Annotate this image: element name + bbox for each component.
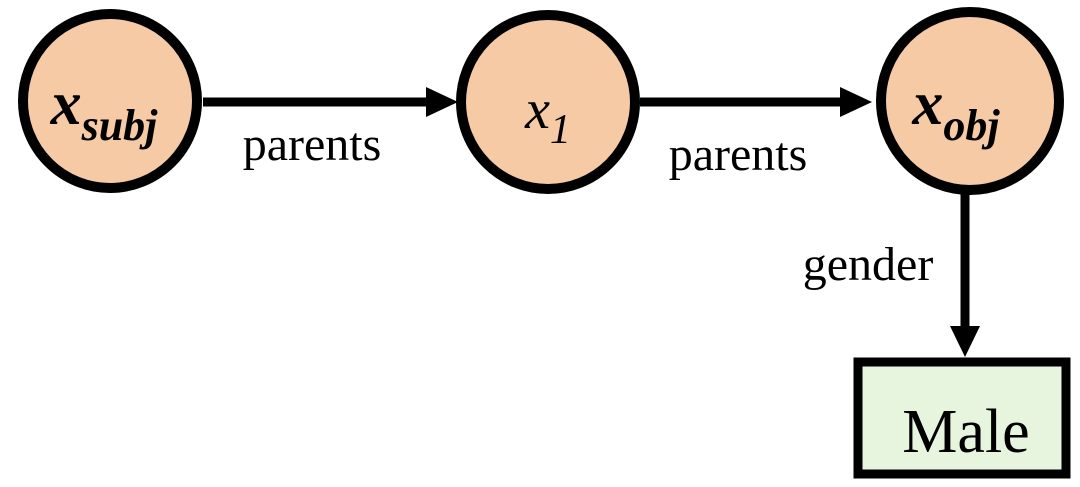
node-male-label: Male xyxy=(902,398,1029,466)
node-x1-label-sub: 1 xyxy=(550,107,571,153)
edge-x1-xobj: parents xyxy=(640,87,872,181)
node-x1-label-base: x xyxy=(524,79,550,141)
arrowhead-xobj-male xyxy=(950,326,980,357)
node-xsubj: xsubj xyxy=(18,9,202,193)
node-xsubj-label-sub: subj xyxy=(81,101,159,150)
node-xobj-label: xobj xyxy=(911,70,1000,150)
edge-label-gender: gender xyxy=(803,238,934,291)
edge-xobj-male: gender xyxy=(803,194,980,357)
node-male-rect xyxy=(853,357,1071,479)
node-x1-label: x1 xyxy=(524,79,571,153)
node-x1: x1 xyxy=(456,10,640,194)
node-xobj-label-sub: obj xyxy=(943,101,1000,150)
edge-label-parents-2: parents xyxy=(669,128,808,181)
node-xsubj-label: xsubj xyxy=(50,70,159,150)
edge-xsubj-x1: parents xyxy=(203,87,458,171)
node-xobj: xobj xyxy=(876,7,1064,195)
arrowhead-x1-xobj xyxy=(840,87,872,117)
node-male: Male xyxy=(853,357,1071,479)
node-xobj-label-base: x xyxy=(911,70,943,138)
node-xobj-circle xyxy=(876,7,1064,195)
node-xsubj-label-base: x xyxy=(50,70,82,138)
edge-label-parents-1: parents xyxy=(243,118,382,171)
node-x1-circle xyxy=(456,10,640,194)
arrowhead-xsubj-x1 xyxy=(426,87,458,117)
node-xsubj-circle xyxy=(18,9,202,193)
